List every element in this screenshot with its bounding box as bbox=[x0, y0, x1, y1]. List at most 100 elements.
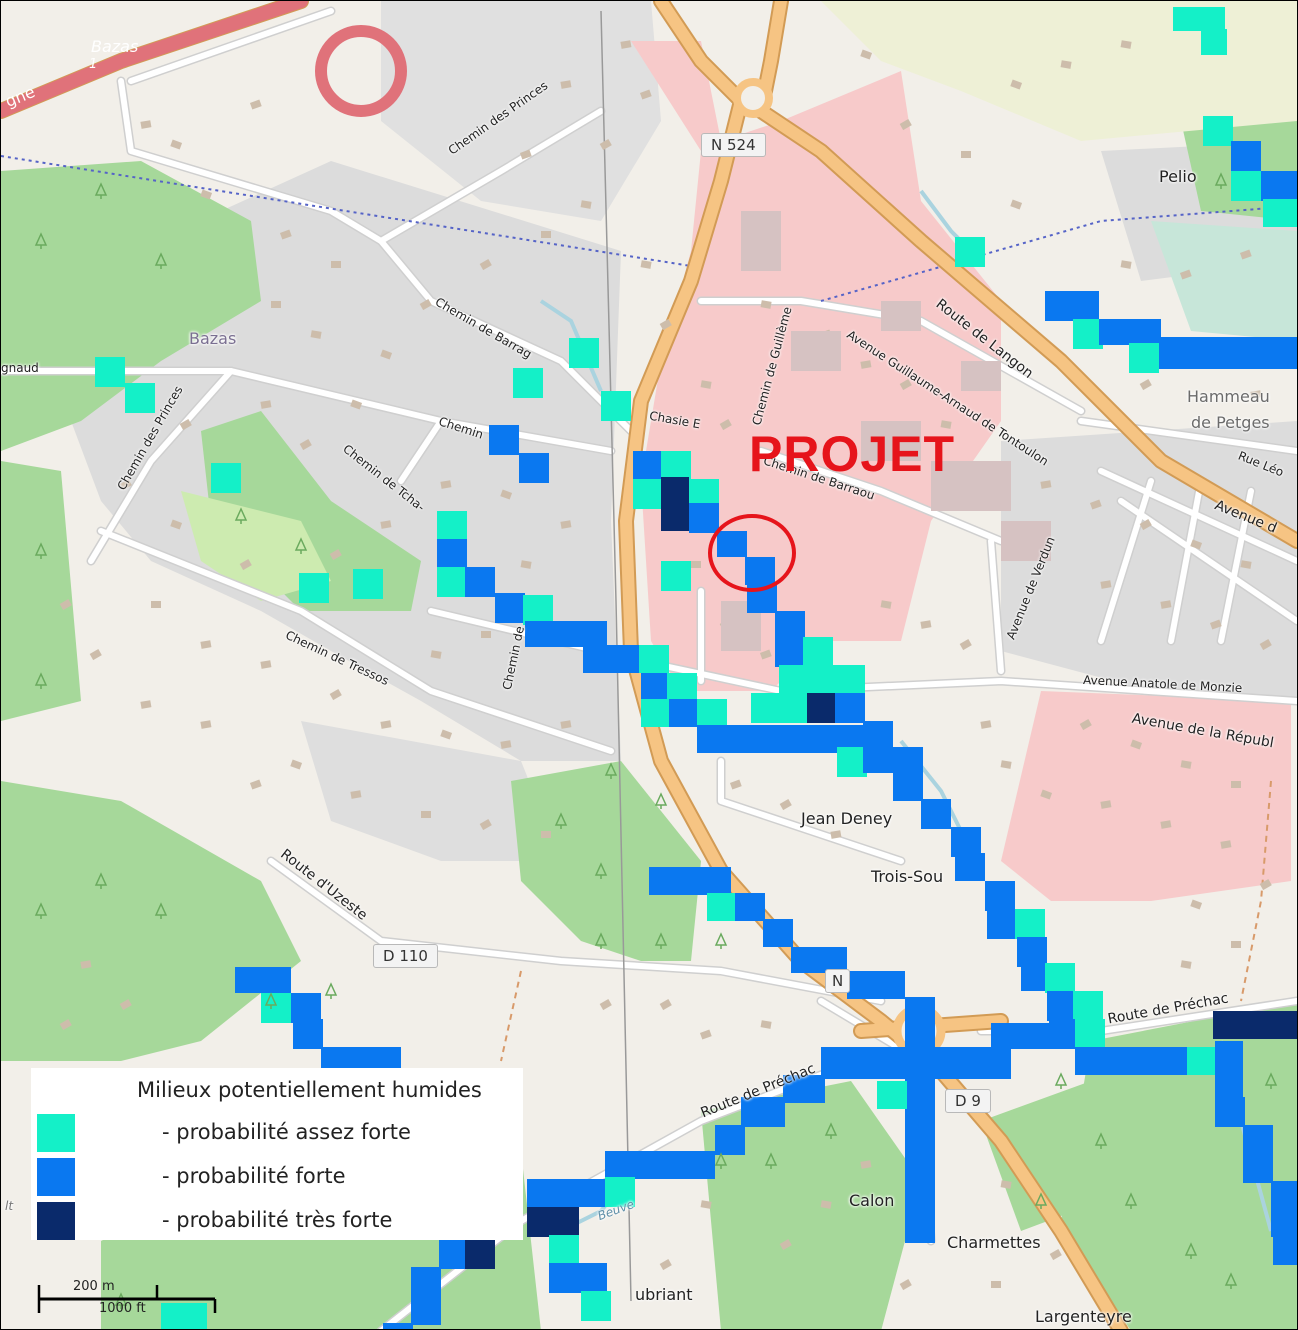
tree-icon bbox=[1184, 1242, 1198, 1259]
building bbox=[980, 720, 992, 729]
building bbox=[899, 1279, 912, 1291]
wetland-cell bbox=[791, 947, 847, 973]
building bbox=[1179, 269, 1192, 280]
tree-icon bbox=[714, 1152, 728, 1169]
building bbox=[500, 740, 512, 749]
label-charmettes: Charmettes bbox=[947, 1233, 1041, 1252]
building bbox=[1100, 800, 1112, 809]
building bbox=[991, 1281, 1001, 1288]
wetland-cell bbox=[735, 893, 765, 921]
buildings-layer bbox=[59, 40, 1272, 1291]
building bbox=[961, 151, 971, 158]
wetland-cell bbox=[835, 665, 865, 695]
wetland-cell bbox=[411, 1267, 441, 1297]
commercial-area-east bbox=[1001, 691, 1291, 901]
wetland-cell bbox=[437, 567, 467, 597]
wetland-cell bbox=[1263, 199, 1297, 227]
building bbox=[350, 399, 363, 410]
building bbox=[1180, 960, 1192, 969]
building bbox=[719, 419, 732, 431]
wetland-cell bbox=[689, 503, 719, 533]
building bbox=[140, 120, 152, 129]
wetland-cell bbox=[1271, 1181, 1297, 1237]
building bbox=[200, 189, 213, 200]
meadow-northeast bbox=[821, 1, 1297, 141]
building bbox=[430, 650, 442, 659]
scale-imperial: 1000 ft bbox=[99, 1301, 146, 1316]
building bbox=[331, 261, 341, 268]
wetland-cell bbox=[1049, 1019, 1077, 1049]
wetland-cell bbox=[955, 237, 985, 267]
wetland-cell bbox=[261, 993, 291, 1023]
legend-label-tres-forte: - probabilité très forte bbox=[162, 1208, 393, 1232]
building bbox=[329, 689, 342, 701]
wetland-cell bbox=[803, 637, 833, 667]
wetland-cell bbox=[807, 693, 837, 723]
tree-icon bbox=[34, 902, 48, 919]
building bbox=[779, 1239, 792, 1251]
building bbox=[1060, 60, 1072, 69]
wetland-cell bbox=[633, 451, 663, 481]
building bbox=[899, 119, 912, 131]
building bbox=[700, 380, 712, 389]
tree-icon bbox=[154, 902, 168, 919]
label-de-petges: de Petges bbox=[1191, 413, 1270, 432]
wetland-cell bbox=[641, 699, 669, 727]
wetland-cell bbox=[1243, 1153, 1273, 1183]
wetland-cell bbox=[577, 1263, 607, 1293]
building bbox=[80, 960, 92, 969]
wetland-cell bbox=[353, 569, 383, 599]
tree-icon bbox=[824, 1122, 838, 1139]
legend-swatch-forte bbox=[37, 1158, 75, 1196]
building bbox=[350, 790, 362, 799]
wetland-cell bbox=[1045, 963, 1075, 993]
building bbox=[519, 149, 532, 160]
wetland-cell bbox=[1159, 337, 1297, 369]
forest-south-center bbox=[511, 761, 701, 961]
building bbox=[1120, 40, 1132, 49]
building bbox=[1000, 1180, 1012, 1189]
legend-label-assez-forte: - probabilité assez forte bbox=[162, 1120, 411, 1144]
tree-icon bbox=[654, 792, 668, 809]
building bbox=[249, 779, 262, 790]
wetland-cell bbox=[605, 1151, 715, 1179]
wetland-cell bbox=[1015, 909, 1045, 939]
building bbox=[1040, 480, 1052, 489]
building bbox=[1100, 580, 1112, 589]
residential-area-north bbox=[381, 1, 661, 221]
building bbox=[1130, 739, 1143, 750]
wetland-cell bbox=[893, 771, 923, 801]
building bbox=[580, 200, 592, 209]
tree-icon bbox=[34, 542, 48, 559]
building bbox=[140, 700, 152, 709]
building bbox=[1259, 639, 1272, 651]
wetland-cell bbox=[1215, 1097, 1245, 1127]
label-bazas-commune: Bazas bbox=[189, 329, 237, 348]
building bbox=[1010, 199, 1023, 210]
wetland-cell bbox=[95, 357, 125, 387]
building bbox=[380, 349, 393, 360]
wetland-cell bbox=[1129, 343, 1159, 373]
building bbox=[659, 319, 672, 331]
building bbox=[1190, 539, 1203, 550]
legend-item-assez-forte: - probabilité assez forte bbox=[37, 1114, 517, 1154]
projet-marker-circle bbox=[708, 514, 796, 592]
commercial-building bbox=[791, 331, 841, 371]
tree-icon bbox=[34, 672, 48, 689]
wetland-cell bbox=[991, 1023, 1051, 1049]
wetland-cell bbox=[633, 479, 663, 509]
label-bazas-top: Bazas bbox=[91, 37, 139, 56]
building bbox=[271, 301, 281, 308]
label-ubriant: ubriant bbox=[635, 1285, 693, 1304]
scale-bar-lines bbox=[37, 1285, 217, 1313]
building bbox=[1231, 941, 1241, 948]
legend-swatch-tres-forte bbox=[37, 1202, 75, 1240]
forest-southwest bbox=[1, 781, 301, 1061]
building bbox=[699, 1029, 712, 1040]
wetland-cell bbox=[1201, 29, 1227, 55]
map-legend: Milieux potentiellement humides - probab… bbox=[31, 1068, 523, 1240]
wetland-cell bbox=[1231, 171, 1261, 201]
wetland-cell bbox=[601, 391, 631, 421]
building bbox=[599, 999, 612, 1011]
